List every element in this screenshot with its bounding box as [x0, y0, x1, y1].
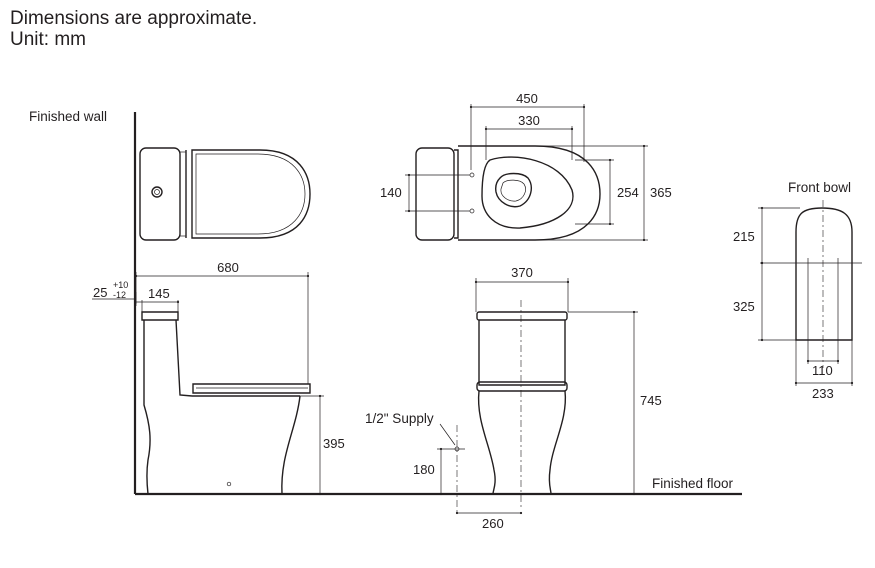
- finished-floor-label: Finished floor: [652, 476, 734, 491]
- dimension-140: 140: [380, 185, 402, 200]
- tolerance-plus: +10: [113, 280, 128, 290]
- dimension-145: 145: [148, 286, 170, 301]
- side-view: 680 25 +10 -12 145 395: [92, 260, 345, 496]
- finished-wall-label: Finished wall: [29, 109, 107, 124]
- note-approximate: Dimensions are approximate.: [10, 8, 258, 29]
- dimension-110: 110: [812, 363, 833, 378]
- top-view-right: 450 330 140 254 365: [380, 91, 672, 242]
- dimension-233: 233: [812, 386, 834, 401]
- front-bowl-view: Front bowl 215 325 110 233: [733, 180, 862, 401]
- dimension-365: 365: [650, 185, 672, 200]
- dimension-260: 260: [482, 516, 504, 531]
- dimension-680: 680: [217, 260, 239, 275]
- dimension-325: 325: [733, 299, 755, 314]
- tolerance-minus: -12: [113, 290, 126, 300]
- top-view-left: [139, 147, 311, 241]
- dimension-25: 25: [93, 285, 107, 300]
- finished-wall-line: Finished wall: [29, 109, 137, 494]
- finished-floor-line: Finished floor: [135, 476, 742, 496]
- dimension-395: 395: [323, 436, 345, 451]
- supply-label: 1/2" Supply: [365, 411, 434, 426]
- dimension-note: Dimensions are approximate. Unit: mm: [10, 8, 257, 50]
- dimension-745: 745: [640, 393, 662, 408]
- dimension-450: 450: [516, 91, 538, 106]
- note-unit: Unit: mm: [10, 29, 86, 50]
- flush-button: [151, 186, 163, 198]
- dimension-370: 370: [511, 265, 533, 280]
- front-bowl-label: Front bowl: [788, 180, 851, 195]
- dimension-180: 180: [413, 462, 435, 477]
- dimension-254: 254: [617, 185, 639, 200]
- front-view: 370 745 1/2" Supply 180 260: [365, 265, 662, 531]
- dimension-215: 215: [733, 229, 755, 244]
- dimension-330: 330: [518, 113, 540, 128]
